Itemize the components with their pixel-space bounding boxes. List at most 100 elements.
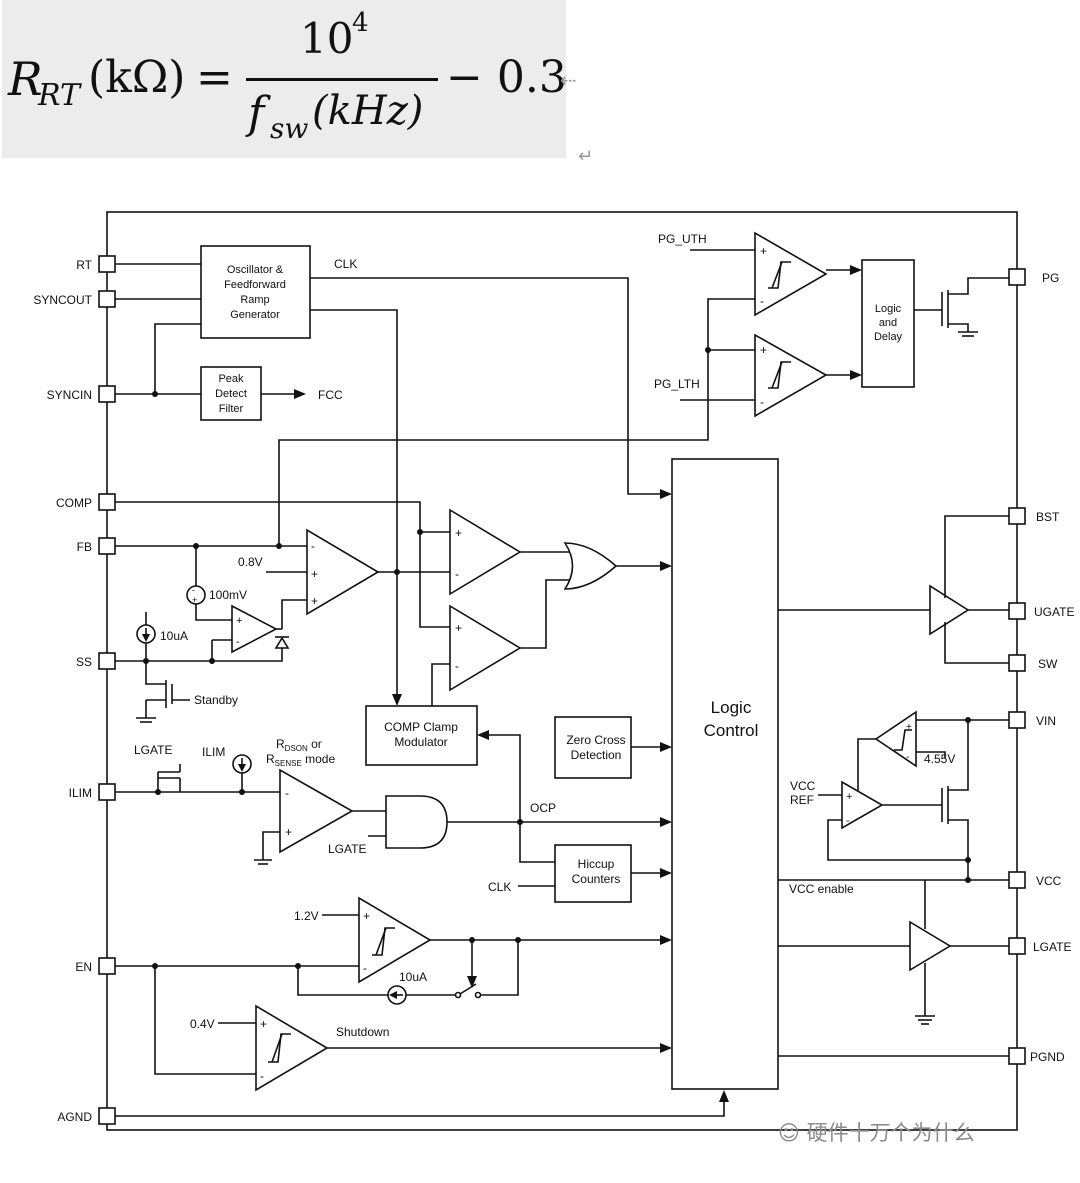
svg-text:+: +: [760, 244, 767, 258]
watermark-text: 硬件十万个为什么: [806, 1121, 975, 1145]
and-gate: [385, 795, 448, 849]
formula-denominator-symbol: f: [248, 88, 265, 139]
svg-text:Detection: Detection: [571, 748, 622, 762]
ilim-mosfet: [157, 764, 181, 792]
oscillator-block: Oscillator & Feedforward Ramp Generator: [200, 245, 311, 339]
pin-vcc: VCC: [1008, 871, 1062, 889]
svg-text:ILIM: ILIM: [69, 786, 92, 800]
svg-text:-: -: [311, 539, 315, 553]
pin-pgnd: PGND: [1008, 1047, 1065, 1065]
svg-text:COMP Clamp: COMP Clamp: [384, 720, 458, 734]
current-source-10ua-ss: [136, 612, 156, 644]
svg-text:+: +: [311, 594, 318, 608]
svg-text:PGND: PGND: [1030, 1050, 1065, 1064]
pg-mosfet: [941, 277, 1009, 337]
svg-text:PG: PG: [1042, 271, 1059, 285]
fcc-label: FCC: [318, 388, 343, 402]
en-hysteresis-switch: [454, 940, 482, 999]
svg-text:Feedforward: Feedforward: [224, 279, 286, 291]
current-source-ilim: [232, 754, 252, 792]
svg-text:COMP: COMP: [56, 496, 92, 510]
pin-agnd: AGND: [57, 1107, 116, 1125]
hiccup-block: Hiccup Counters: [554, 844, 632, 903]
standby-label: Standby: [194, 693, 238, 707]
svg-text:-: -: [455, 567, 459, 581]
svg-text:VIN: VIN: [1036, 714, 1056, 728]
ldo-amplifier: + -: [841, 780, 884, 830]
ref-12v-label: 1.2V: [294, 909, 319, 923]
pg-uth-label: PG_UTH: [658, 232, 707, 246]
svg-text:VCC: VCC: [1036, 874, 1062, 888]
ldo-mosfet: [941, 720, 969, 880]
svg-text:+: +: [236, 615, 242, 627]
pin-lgate: LGATE: [1008, 937, 1071, 955]
logic-control-block: Logic Control: [671, 458, 779, 1090]
svg-text:SYNCIN: SYNCIN: [47, 388, 92, 402]
formula-denominator-unit: (kHz): [312, 88, 424, 134]
svg-text:-: -: [760, 395, 764, 409]
svg-text:Control: Control: [704, 721, 759, 740]
pin-vin: VIN: [1008, 711, 1056, 729]
vcc-enable-label: VCC enable: [789, 882, 854, 896]
svg-text:+: +: [906, 722, 912, 733]
svg-text:Modulator: Modulator: [394, 735, 447, 749]
svg-text:Ramp: Ramp: [240, 294, 269, 306]
formula-lhs-symbol: R: [8, 52, 43, 106]
vcc-ref-label-2: REF: [790, 793, 814, 807]
svg-text:FB: FB: [77, 540, 92, 554]
lgate-and-label: LGATE: [328, 842, 366, 856]
svg-text:Logic: Logic: [711, 698, 752, 717]
svg-text:BST: BST: [1036, 510, 1060, 524]
paragraph-mark-icon: ↵: [578, 146, 594, 167]
svg-text:SYNCOUT: SYNCOUT: [33, 293, 92, 307]
vin-uvlo-comparator: + -: [874, 710, 917, 768]
clk-hiccup-label: CLK: [488, 880, 511, 894]
formula-denominator-subscript: sw: [270, 112, 309, 145]
svg-text:+: +: [192, 595, 197, 605]
en-10ua-label: 10uA: [399, 970, 427, 984]
formula-equals: =: [196, 52, 233, 103]
pin-en: EN: [75, 957, 116, 975]
svg-text:Generator: Generator: [230, 309, 280, 321]
ss-diode: [274, 636, 290, 649]
formula-lhs-subscript: RT: [38, 78, 81, 113]
svg-text:Detect: Detect: [215, 388, 247, 400]
ref-04v-label: 0.4V: [190, 1017, 215, 1031]
svg-text:+: +: [846, 791, 852, 803]
ss-buffer-amp: + -: [231, 604, 278, 654]
pg-upper-comparator: + -: [754, 231, 828, 317]
ss-10ua-label: 10uA: [160, 629, 188, 643]
pin-ilim: ILIM: [69, 783, 116, 801]
pin-fb: FB: [77, 537, 116, 555]
ilim-source-label: ILIM: [202, 745, 225, 759]
svg-text:-: -: [760, 294, 764, 308]
rdson-label: RDSON or: [276, 737, 322, 753]
zero-cross-block: Zero Cross Detection: [554, 716, 632, 779]
svg-text:SW: SW: [1038, 657, 1058, 671]
svg-text:Peak: Peak: [218, 373, 244, 385]
voltage-source-100mv: - +: [186, 585, 206, 605]
svg-text:+: +: [455, 526, 462, 540]
svg-text:-: -: [192, 585, 195, 595]
svg-text:+: +: [285, 825, 292, 839]
pg-lower-comparator: + -: [754, 333, 828, 418]
formula-minus-term: − 0.3: [446, 52, 567, 103]
formula-lhs-unit: (kΩ): [88, 52, 186, 103]
svg-text:AGND: AGND: [57, 1110, 92, 1124]
formula-numerator: 10: [300, 14, 354, 63]
vcc-ref-label-1: VCC: [790, 779, 816, 793]
pin-sw: SW: [1008, 654, 1058, 672]
svg-text:-: -: [455, 659, 459, 673]
mv100-label: 100mV: [209, 588, 247, 602]
ocp-label: OCP: [530, 801, 556, 815]
or-gate: [563, 542, 618, 590]
wechat-icon: ☺: [778, 1121, 800, 1145]
pg-lth-label: PG_LTH: [654, 377, 700, 391]
formula-exponent: 4: [352, 8, 369, 38]
svg-text:+: +: [760, 343, 767, 357]
clamp-comparator: + -: [449, 604, 522, 692]
return-arrow-icon: ⇠: [560, 68, 577, 92]
svg-text:+: +: [260, 1017, 267, 1031]
